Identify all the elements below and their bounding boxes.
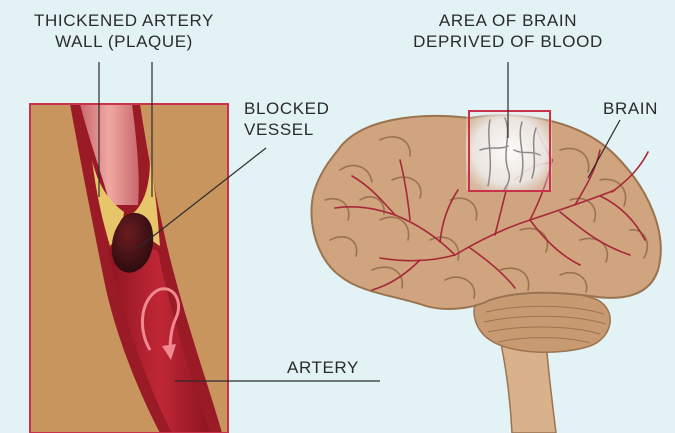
plaque-label-line2: WALL (PLAQUE)	[4, 31, 244, 52]
artery-label: ARTERY	[287, 357, 359, 378]
brain-panel	[311, 111, 660, 433]
brain-label: BRAIN	[603, 98, 658, 119]
area-label-line2: DEPRIVED OF BLOOD	[378, 31, 638, 52]
area-label-line1: AREA OF BRAIN	[378, 10, 638, 31]
artery-panel	[30, 104, 228, 433]
artery-label-text: ARTERY	[287, 357, 359, 378]
blocked-label-line2: VESSEL	[244, 119, 329, 140]
deprived-area-label: AREA OF BRAIN DEPRIVED OF BLOOD	[378, 10, 638, 52]
brain-label-text: BRAIN	[603, 98, 658, 119]
plaque-label-line1: THICKENED ARTERY	[4, 10, 244, 31]
blocked-label-line1: BLOCKED	[244, 98, 329, 119]
plaque-label: THICKENED ARTERY WALL (PLAQUE)	[4, 10, 244, 52]
blocked-vessel-label: BLOCKED VESSEL	[244, 98, 329, 140]
